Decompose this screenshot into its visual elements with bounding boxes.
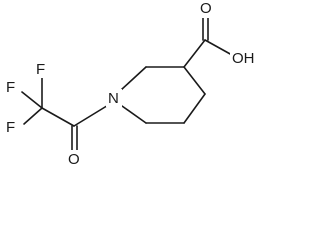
atom-carboxyl-oxygen: O [200, 0, 212, 17]
atom-fluorine-top: F [36, 61, 45, 78]
piperidine-ring [120, 66, 206, 124]
carboxylic-acid-group [183, 16, 233, 68]
bond-c3-carboxyl-carbon [183, 39, 206, 68]
atom-labels: N F F F O O OH [4, 0, 260, 168]
molecule-structure: N F F F O O OH [4, 0, 260, 168]
bond-ring-n-c2 [120, 66, 147, 91]
bond-carboxyl-c-oh [204, 39, 233, 56]
atom-carboxyl-hydroxyl: OH [232, 50, 255, 67]
bond-ring-c3-c4 [183, 66, 206, 95]
bond-cf3-f-lower [23, 107, 43, 125]
atom-fluorine-left-upper: F [6, 79, 15, 96]
bond-ring-c6-n [121, 105, 147, 124]
bond-ring-c4-c5 [183, 93, 206, 124]
trifluoroacetyl-group [21, 77, 111, 151]
atom-nitrogen: N [108, 90, 119, 107]
atom-fluorine-left-lower: F [6, 119, 15, 136]
bond-n-carbonyl-carbon [73, 103, 111, 127]
atom-carbonyl-oxygen: O [68, 151, 80, 168]
bond-cf3-f-upper [21, 91, 43, 109]
bond-carbonyl-cf3 [41, 107, 75, 127]
